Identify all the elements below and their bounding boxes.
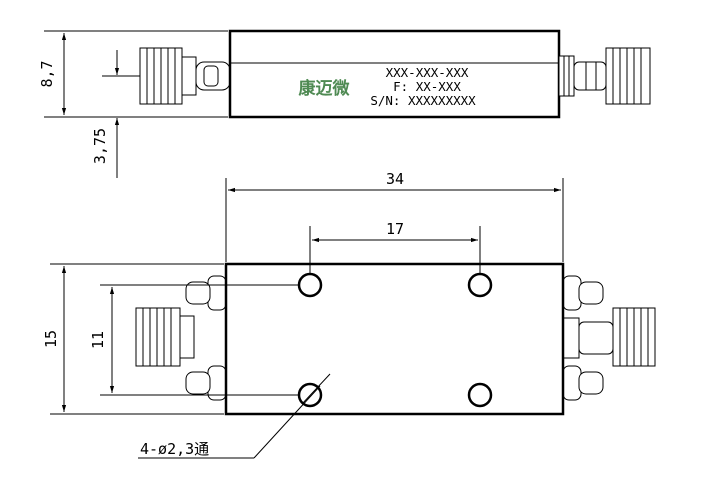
width-dimension: 15 <box>42 263 224 415</box>
serial-number-label: S/N: XXXXXXXXX <box>370 93 476 108</box>
center-height-dimension: 3,75 <box>91 50 140 178</box>
hole-spacing-y-dimension-label: 11 <box>89 331 107 349</box>
length-dimension: 34 <box>225 170 564 262</box>
filter-body-side <box>228 29 561 119</box>
right-connector-side <box>558 47 651 105</box>
hole-spacing-x-dimension: 17 <box>309 220 481 273</box>
part-number-label: XXX-XXX-XXX <box>386 65 469 80</box>
brand-logo: 康迈微 <box>299 78 351 99</box>
mounting-hole-bottom-right <box>467 382 493 408</box>
mounting-hole-top-left <box>297 272 323 298</box>
height-dimension-label: 8,7 <box>38 60 56 87</box>
top-view: 34 17 15 11 4-ø2,3通 <box>42 170 656 459</box>
center-height-dimension-label: 3,75 <box>91 128 109 164</box>
frequency-label: F: XX-XXX <box>393 79 461 94</box>
side-view: 康迈微 XXX-XXX-XXX F: XX-XXX S/N: XXXXXXXXX… <box>38 29 651 178</box>
right-connector-top <box>562 275 656 401</box>
width-dimension-label: 15 <box>42 330 60 348</box>
mounting-hole-top-right <box>467 272 493 298</box>
left-connector-top <box>135 275 227 401</box>
hole-callout-label: 4-ø2,3通 <box>140 440 209 458</box>
hole-spacing-y-dimension: 11 <box>89 284 298 396</box>
height-dimension: 8,7 <box>38 30 228 118</box>
length-dimension-label: 34 <box>386 170 404 188</box>
hole-spacing-x-dimension-label: 17 <box>386 220 404 238</box>
filter-body-top <box>224 262 565 416</box>
hole-callout: 4-ø2,3通 <box>138 373 331 459</box>
left-connector-side <box>139 47 231 105</box>
